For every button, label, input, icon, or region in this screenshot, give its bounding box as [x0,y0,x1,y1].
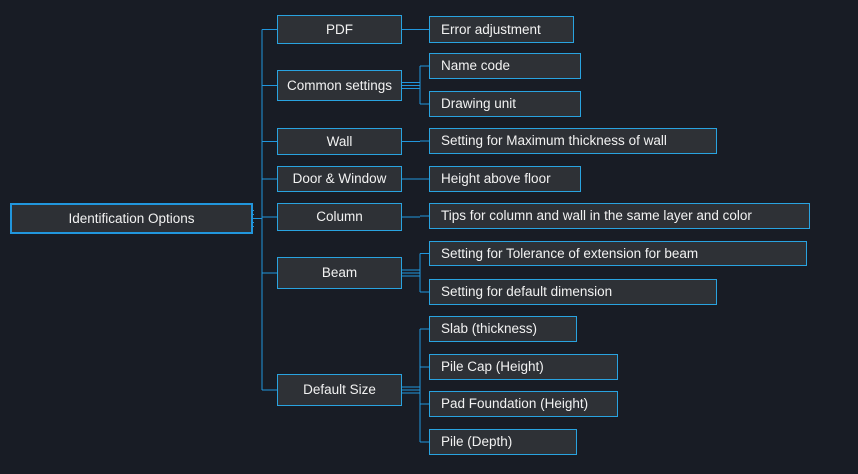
branch-node-column[interactable]: Column [277,203,402,231]
node-label: Identification Options [68,210,195,226]
node-label: Name code [441,58,511,74]
branch-node-common-settings[interactable]: Common settings [277,70,402,101]
leaf-node-setting-for-tolerance-of-extension-for-beam[interactable]: Setting for Tolerance of extension for b… [429,241,807,266]
node-label: Column [316,209,363,225]
node-label: Default Size [303,382,376,398]
node-label: Slab (thickness) [441,321,538,337]
branch-node-default-size[interactable]: Default Size [277,374,402,406]
node-label: Setting for Tolerance of extension for b… [441,245,699,261]
root-node-identification-options[interactable]: Identification Options [10,203,253,234]
node-label: Pad Foundation (Height) [441,396,589,412]
node-label: Setting for Maximum thickness of wall [441,133,667,149]
node-label: Pile (Depth) [441,434,513,450]
node-label: PDF [326,21,353,37]
leaf-node-error-adjustment[interactable]: Error adjustment [429,16,574,43]
branch-node-door-window[interactable]: Door & Window [277,166,402,192]
leaf-node-tips-for-column-and-wall-in-the-same-layer-and-color[interactable]: Tips for column and wall in the same lay… [429,203,810,229]
node-label: Beam [321,265,358,281]
node-label: Height above floor [441,171,551,187]
node-label: Drawing unit [441,96,517,112]
branch-node-pdf[interactable]: PDF [277,15,402,44]
leaf-node-slab-thickness[interactable]: Slab (thickness) [429,316,577,342]
leaf-node-drawing-unit[interactable]: Drawing unit [429,91,581,117]
node-label: Door & Window [292,171,387,187]
node-label: Pile Cap (Height) [441,359,544,375]
node-label: Setting for default dimension [441,284,613,300]
branch-node-wall[interactable]: Wall [277,128,402,155]
node-label: Tips for column and wall in the same lay… [441,208,752,224]
leaf-node-pile-cap-height[interactable]: Pile Cap (Height) [429,354,618,380]
branch-node-beam[interactable]: Beam [277,257,402,289]
leaf-node-height-above-floor[interactable]: Height above floor [429,166,581,192]
node-label: Common settings [286,77,393,93]
leaf-node-setting-for-maximum-thickness-of-wall[interactable]: Setting for Maximum thickness of wall [429,128,717,154]
leaf-node-pile-depth[interactable]: Pile (Depth) [429,429,577,455]
leaf-node-name-code[interactable]: Name code [429,53,581,79]
leaf-node-setting-for-default-dimension[interactable]: Setting for default dimension [429,279,717,305]
node-label: Wall [326,133,353,149]
node-label: Error adjustment [441,21,541,37]
leaf-node-pad-foundation-height[interactable]: Pad Foundation (Height) [429,391,618,417]
